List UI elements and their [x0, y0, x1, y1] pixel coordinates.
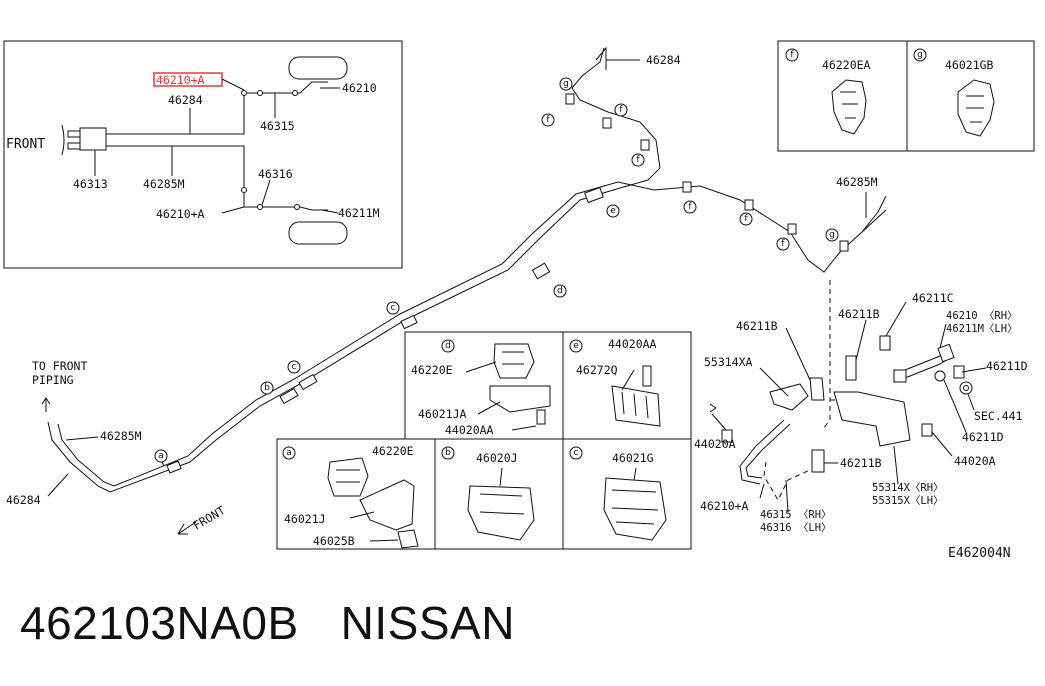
callout-g: g	[917, 50, 923, 60]
label-46210-rh[interactable]: 46210 〈RH〉	[946, 310, 1018, 322]
label-55314xa[interactable]: 55314XA	[704, 355, 753, 369]
part-number: 462103NA0B	[20, 597, 299, 649]
a-label-46220e[interactable]: 46220E	[372, 444, 414, 458]
bracket-55314x	[833, 391, 911, 447]
label-sec441[interactable]: SEC.441	[974, 409, 1023, 423]
label-46211b-top[interactable]: 46211B	[736, 319, 778, 333]
detail-b-letter: b	[445, 448, 451, 458]
label-46211d-top[interactable]: 46211D	[986, 359, 1028, 373]
label-46211b-mid[interactable]: 46211B	[838, 307, 880, 321]
label-55314x-rh[interactable]: 55314X〈RH〉	[872, 482, 944, 494]
callout-f-3[interactable]: f	[636, 155, 640, 165]
label-46211m-lh[interactable]: 46211M〈LH〉	[946, 323, 1018, 335]
label-46315-rh[interactable]: 46315 〈RH〉	[760, 509, 832, 521]
label-46211c[interactable]: 46211C	[912, 291, 954, 305]
to-front-piping-1: TO FRONT	[32, 359, 87, 373]
callout-f-5[interactable]: f	[744, 214, 748, 224]
clip-46220ea	[831, 79, 867, 135]
e-label-44020aa[interactable]: 44020AA	[608, 337, 657, 351]
label-left-46284[interactable]: 46284	[6, 493, 41, 507]
detail-boxes-de: d e 46220E 46021JA 44020AA 44020AA 46272…	[404, 331, 692, 440]
to-front-arrow	[41, 397, 51, 412]
detail-boxes-abc: a b c 46220E 46021J 46025B 46020J 46021G	[276, 438, 692, 550]
label-right-46285m[interactable]: 46285M	[836, 175, 878, 189]
callout-e[interactable]: e	[610, 206, 616, 216]
callout-f-6[interactable]: f	[781, 239, 785, 249]
inset-clips-fg: f g 46220EA 46021GB	[777, 40, 1035, 152]
label-46210[interactable]: 46210	[342, 81, 377, 95]
label-46315[interactable]: 46315	[260, 119, 295, 133]
d-label-46021ja[interactable]: 46021JA	[418, 407, 467, 421]
callout-g-2[interactable]: g	[829, 230, 835, 240]
d-label-46220e[interactable]: 46220E	[411, 363, 453, 377]
part-footer: 462103NA0B NISSAN	[20, 596, 557, 650]
callout-g-1[interactable]: g	[563, 79, 569, 89]
rear-drum-lower	[288, 221, 348, 245]
label-46313[interactable]: 46313	[73, 177, 108, 191]
label-46211d-bot[interactable]: 46211D	[962, 430, 1004, 444]
a-label-46025b[interactable]: 46025B	[313, 534, 355, 548]
label-46210a-right[interactable]: 46210+A	[700, 499, 749, 513]
detail-a-letter: a	[286, 448, 292, 458]
pipe-callouts: a b c c d e f f f f f f g g	[154, 77, 839, 463]
front-direction-label: FRONT	[191, 503, 228, 532]
c-label-46021g[interactable]: 46021G	[612, 451, 654, 465]
callout-f-2[interactable]: f	[619, 105, 623, 115]
front-arrow	[177, 521, 197, 535]
callout-a[interactable]: a	[158, 451, 164, 461]
label-46210a[interactable]: 46210+A	[156, 207, 205, 221]
label-46285m[interactable]: 46285M	[143, 177, 185, 191]
callout-c-lower[interactable]: c	[292, 362, 297, 372]
right-hose-assembly: 46211B 46211B 46211C 46210 〈RH〉 46211M〈L…	[694, 280, 1028, 534]
highlighted-part-label[interactable]: 46210+A	[156, 73, 205, 87]
callout-f-1[interactable]: f	[546, 115, 550, 125]
to-front-piping-2: PIPING	[32, 373, 74, 387]
junction-block	[79, 127, 107, 151]
diagram-code: E462004N	[948, 546, 1011, 561]
main-pipe-routing	[41, 46, 887, 535]
callout-f: f	[790, 50, 794, 60]
a-label-46021j[interactable]: 46021J	[284, 512, 326, 526]
label-46211b-bot[interactable]: 46211B	[840, 456, 882, 470]
callout-b[interactable]: b	[264, 383, 270, 393]
d-label-44020aa[interactable]: 44020AA	[445, 423, 494, 437]
brand-name: NISSAN	[340, 597, 515, 649]
label-46284[interactable]: 46284	[168, 93, 203, 107]
label-46316[interactable]: 46316	[258, 167, 293, 181]
label-46316-lh[interactable]: 46316 〈LH〉	[760, 522, 832, 534]
e-label-46272q[interactable]: 46272Q	[576, 363, 618, 377]
label-46220ea[interactable]: 46220EA	[822, 58, 871, 72]
inset-brake-layout: 46210+A 46284 46210 46315 FRONT 46313	[3, 40, 403, 269]
front-label: FRONT	[6, 137, 45, 152]
label-55315x-lh[interactable]: 55315X〈LH〉	[872, 495, 944, 507]
label-top-46284[interactable]: 46284	[646, 53, 681, 67]
b-label-46020j[interactable]: 46020J	[476, 451, 518, 465]
rear-drum-upper	[288, 56, 348, 80]
label-46211m[interactable]: 46211M	[338, 206, 380, 220]
detail-c-letter: c	[574, 448, 579, 458]
detail-e-letter: e	[573, 341, 579, 351]
label-44020a-left[interactable]: 44020A	[694, 437, 736, 451]
label-left-46285m[interactable]: 46285M	[100, 429, 142, 443]
callout-c[interactable]: c	[391, 303, 396, 313]
detail-d-letter: d	[445, 341, 451, 351]
callout-f-4[interactable]: f	[688, 202, 692, 212]
label-46021gb[interactable]: 46021GB	[945, 58, 994, 72]
callout-d[interactable]: d	[557, 286, 563, 296]
inset-frame	[3, 40, 403, 269]
label-44020a-right[interactable]: 44020A	[954, 454, 996, 468]
